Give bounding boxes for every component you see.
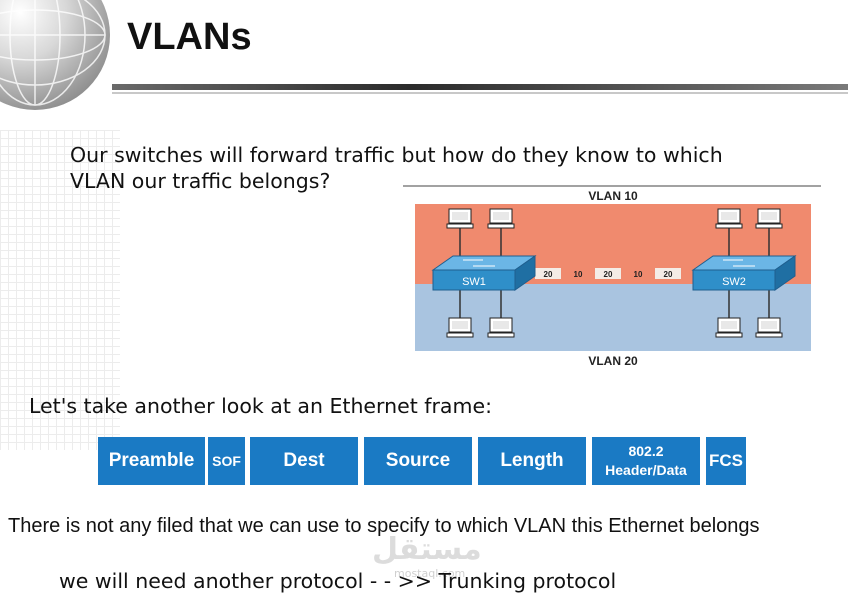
frame-field-label: SOF [212, 453, 241, 469]
frame-field-label: Length [500, 450, 564, 471]
frame-field-label-sub: Header/Data [605, 462, 687, 478]
computer-icon [755, 317, 783, 338]
ethernet-frame-label: Let's take another look at an Ethernet f… [29, 394, 492, 418]
vlan-bottom-label: VLAN 20 [588, 354, 638, 368]
host-links [459, 226, 770, 318]
computer-icon [715, 317, 743, 338]
watermark-url: mostaql.com [394, 567, 466, 580]
computer-icon [487, 208, 515, 229]
switch-sw2: SW2 [691, 255, 797, 291]
frame-field-label: 802.2 [628, 443, 664, 459]
computer-icon [446, 317, 474, 338]
note-line-1: There is not any filed that we can use t… [8, 515, 760, 537]
computer-icon [446, 208, 474, 229]
frame-field-label: FCS [709, 451, 743, 470]
trunk-label: 20 [604, 270, 613, 279]
trunk-segment [535, 268, 561, 279]
frame-field-header-data: 802.2 Header/Data [592, 437, 700, 485]
trunk-label: 20 [544, 270, 553, 279]
watermark-logo: مستقل [372, 532, 482, 567]
trunk-segment [565, 268, 591, 279]
trunk-link: 20 10 20 10 20 [535, 268, 681, 279]
frame-field-label: Dest [283, 450, 325, 471]
slide-title: VLANs [127, 16, 252, 58]
trunk-label: 10 [634, 270, 643, 279]
computer-icon [487, 317, 515, 338]
trunk-segment [655, 268, 681, 279]
frame-field-label: Preamble [108, 450, 195, 471]
frame-field-dest: Dest [250, 437, 358, 485]
frame-field-label: Source [385, 450, 451, 471]
vlan-top-label: VLAN 10 [588, 189, 638, 203]
trunk-segment [595, 268, 621, 279]
globe-icon [0, 0, 106, 106]
switch-sw2-label: SW2 [722, 276, 746, 288]
switch-sw1-label: SW1 [462, 276, 486, 288]
computer-icon [755, 208, 783, 229]
frame-field-fcs: FCS [706, 437, 746, 485]
trunk-label: 20 [664, 270, 673, 279]
title-rule-shadow [112, 92, 848, 94]
frame-field-preamble: Preamble [98, 437, 205, 485]
vlan20-area [415, 284, 811, 351]
frame-field-sof: SOF [208, 437, 245, 485]
background-grid [0, 130, 120, 450]
frame-field-source: Source [364, 437, 472, 485]
note-line-2: we will need another protocol - - >> Tru… [59, 569, 617, 593]
question-line-2: VLAN our traffic belongs? [70, 169, 331, 193]
question-text: Our switches will forward traffic but ho… [70, 142, 830, 194]
question-line-1: Our switches will forward traffic but ho… [70, 143, 723, 167]
trunk-label: 10 [574, 270, 583, 279]
title-rule [112, 84, 848, 90]
frame-field-length: Length [478, 437, 586, 485]
vlan-diagram: VLAN 10 VLAN 20 20 10 20 10 20 [403, 185, 821, 368]
switch-sw1: SW1 [431, 255, 537, 291]
trunk-segment [625, 268, 651, 279]
computer-icon [715, 208, 743, 229]
